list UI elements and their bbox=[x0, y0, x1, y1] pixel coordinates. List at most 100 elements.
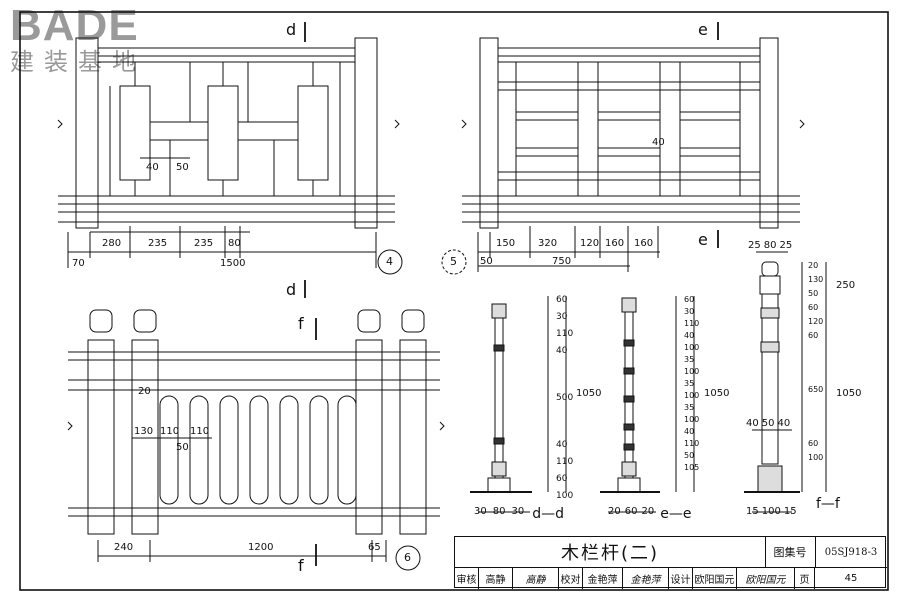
elevation-d bbox=[57, 22, 403, 298]
dim-s3: 50 bbox=[808, 289, 819, 298]
dim-s2: 50 bbox=[684, 451, 695, 460]
dim-f-130: 130 bbox=[134, 426, 154, 437]
dim-s2-bottom: 20 bbox=[608, 506, 621, 517]
dim-s1: 40 bbox=[556, 440, 568, 450]
dim-s2: 30 bbox=[684, 307, 695, 316]
dim-s3: 60 bbox=[808, 439, 819, 448]
dim-s3-mid: 40 bbox=[746, 418, 759, 429]
section-e-bottom-dims: 20 60 20 e—e bbox=[608, 506, 691, 522]
dim-f-65: 65 bbox=[368, 542, 381, 553]
section-d-dims: 60 30 110 40 500 40 110 60 100 bbox=[556, 296, 573, 501]
dim-s3-bottom: 100 bbox=[761, 506, 781, 517]
dim-s2-bottom: 20 bbox=[641, 506, 655, 517]
section-f-mid-dims: 40 50 40 bbox=[746, 418, 790, 429]
dim-e-320: 320 bbox=[538, 238, 558, 249]
sheet-border bbox=[19, 11, 889, 591]
dim-s3: 650 bbox=[808, 385, 824, 394]
title-block: 木栏杆(二) 图集号 05SJ918-3 审核 高静 高静 校对 金艳萍 金艳萍… bbox=[454, 536, 887, 589]
review-label: 审核 bbox=[455, 567, 479, 589]
dim-s2: 105 bbox=[684, 463, 700, 472]
dim-e-160b: 160 bbox=[634, 238, 654, 249]
dim-f-110b: 110 bbox=[190, 426, 210, 437]
section-f-top-dims: 25 80 25 bbox=[748, 240, 792, 251]
dim-d-280: 280 bbox=[102, 238, 122, 249]
dim-s2-total: 1050 bbox=[704, 388, 730, 399]
dim-s1-bottom: 80 bbox=[492, 506, 506, 517]
dim-f-110a: 110 bbox=[160, 426, 180, 437]
dim-s3-mid: 40 bbox=[777, 418, 791, 429]
check-signature: 金艳萍 bbox=[623, 567, 669, 589]
dim-s2: 35 bbox=[684, 355, 695, 364]
atlas-number: 05SJ918-3 bbox=[815, 537, 887, 568]
check-label: 校对 bbox=[559, 567, 583, 589]
dim-s3: 120 bbox=[808, 317, 824, 326]
dim-s2: 40 bbox=[684, 331, 695, 340]
section-label-dd: d—d bbox=[532, 506, 564, 522]
dim-s1: 60 bbox=[556, 295, 568, 305]
dim-e-120: 120 bbox=[580, 238, 600, 249]
dim-d-235b: 235 bbox=[194, 238, 214, 249]
section-label-ee: e—e bbox=[660, 506, 692, 522]
dim-s2: 35 bbox=[684, 379, 695, 388]
watermark-brand: BADE bbox=[10, 1, 139, 50]
dim-s1: 30 bbox=[556, 312, 568, 322]
dim-e-150: 150 bbox=[496, 238, 516, 249]
section-mark-e-top: e bbox=[698, 20, 708, 39]
dim-s1: 60 bbox=[556, 474, 568, 484]
elevation-e bbox=[441, 22, 805, 275]
dim-e-40: 40 bbox=[652, 137, 665, 148]
dim-s2-bottom: 60 bbox=[624, 506, 638, 517]
design-signature: 欧阳国元 bbox=[737, 567, 795, 589]
dim-f-1200: 1200 bbox=[248, 542, 274, 553]
dim-e-750: 750 bbox=[552, 256, 572, 267]
dim-s1-bottom: 30 bbox=[511, 506, 525, 517]
section-f-dims: 20 130 50 60 120 60 650 60 100 bbox=[808, 262, 823, 462]
signature-row: 审核 高静 高静 校对 金艳萍 金艳萍 设计 欧阳国元 欧阳国元 页 45 bbox=[455, 567, 887, 589]
design-label: 设计 bbox=[669, 567, 693, 589]
dim-d-50: 50 bbox=[176, 162, 189, 173]
section-d-d bbox=[470, 296, 567, 513]
drawing-title: 木栏杆(二) bbox=[455, 537, 766, 568]
dim-s3-1050: 1050 bbox=[836, 388, 862, 399]
section-f-bottom-dims: 15 100 15 bbox=[746, 506, 797, 517]
page-label: 页 bbox=[795, 567, 815, 589]
section-e-e bbox=[600, 296, 695, 513]
dim-s2: 110 bbox=[684, 319, 700, 328]
dim-s3-bottom: 15 bbox=[783, 506, 797, 517]
dim-s1: 40 bbox=[556, 346, 568, 356]
review-name: 高静 bbox=[479, 567, 513, 589]
callout-4: 4 bbox=[386, 255, 393, 268]
dim-s3-bottom: 15 bbox=[746, 506, 759, 517]
dim-s3: 60 bbox=[808, 303, 819, 312]
dim-d-40: 40 bbox=[146, 162, 159, 173]
dim-s1: 110 bbox=[556, 329, 574, 339]
dim-s2: 35 bbox=[684, 403, 695, 412]
dim-s3-top: 80 bbox=[763, 240, 777, 251]
dim-s2: 60 bbox=[684, 295, 695, 304]
dim-s3-mid: 50 bbox=[761, 418, 775, 429]
dim-s3: 130 bbox=[808, 275, 824, 284]
dim-s3-250: 250 bbox=[836, 280, 856, 291]
dim-s2: 100 bbox=[684, 391, 700, 400]
dim-s2: 100 bbox=[684, 415, 700, 424]
dim-d-1500: 1500 bbox=[220, 258, 246, 269]
dim-s2: 100 bbox=[684, 343, 700, 352]
dim-s1: 500 bbox=[556, 393, 574, 403]
dim-s3: 100 bbox=[808, 453, 824, 462]
dim-f-20: 20 bbox=[138, 386, 151, 397]
section-d-bottom-dims: 30 80 30 d—d bbox=[474, 506, 564, 522]
section-mark-f-bottom: f bbox=[298, 556, 304, 575]
dim-e-50: 50 bbox=[480, 256, 493, 267]
section-label-ff: f—f bbox=[816, 496, 840, 512]
check-name: 金艳萍 bbox=[583, 567, 623, 589]
section-mark-d-top: d bbox=[286, 20, 297, 39]
dim-s3-top: 25 bbox=[748, 240, 761, 251]
section-f-f bbox=[744, 251, 827, 513]
dim-f-240: 240 bbox=[114, 542, 134, 553]
dim-s3: 20 bbox=[808, 261, 819, 270]
dim-s3-top: 25 bbox=[779, 240, 793, 251]
dim-d-80: 80 bbox=[228, 238, 241, 249]
page-number: 45 bbox=[844, 572, 858, 584]
dim-s1-total: 1050 bbox=[576, 388, 602, 399]
